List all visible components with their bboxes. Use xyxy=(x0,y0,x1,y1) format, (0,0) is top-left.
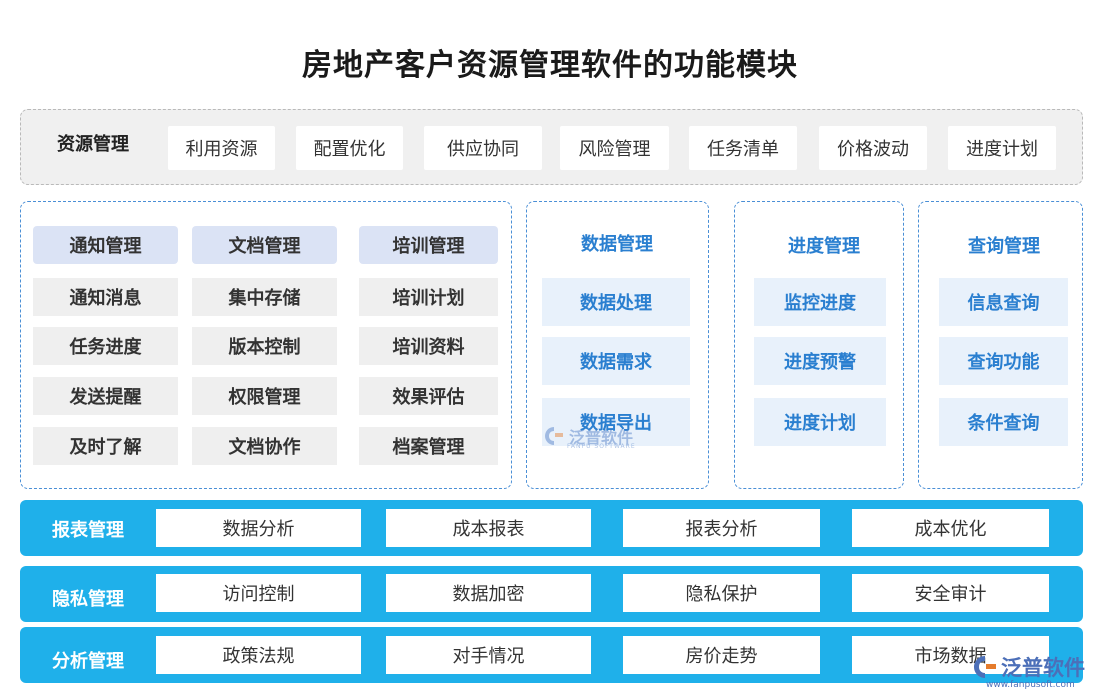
report-item: 成本报表 xyxy=(386,509,591,547)
data-item: 数据需求 xyxy=(542,337,690,385)
report-item: 成本优化 xyxy=(852,509,1049,547)
analysis-item: 房价走势 xyxy=(623,636,820,674)
resource-management-band: 资源管理 利用资源 配置优化 供应协同 风险管理 任务清单 价格波动 进度计划 xyxy=(20,109,1083,185)
document-item: 文档协作 xyxy=(192,427,337,465)
analysis-management-label: 分析管理 xyxy=(52,651,124,672)
training-item: 效果评估 xyxy=(359,377,498,415)
resource-item: 利用资源 xyxy=(168,126,275,170)
document-item: 集中存储 xyxy=(192,278,337,316)
privacy-management-label: 隐私管理 xyxy=(52,589,124,610)
progress-management-panel: 进度管理 监控进度 进度预警 进度计划 xyxy=(734,201,904,489)
left-management-panel: 通知管理 文档管理 培训管理 通知消息 任务进度 发送提醒 及时了解 集中存储 … xyxy=(20,201,512,489)
query-item: 条件查询 xyxy=(939,398,1068,446)
resource-item: 供应协同 xyxy=(424,126,542,170)
page-title: 房地产客户资源管理软件的功能模块 xyxy=(302,48,798,83)
query-management-panel: 查询管理 信息查询 查询功能 条件查询 xyxy=(918,201,1083,489)
fanpu-logo-icon xyxy=(545,427,563,445)
watermark-brand-center: 泛普软件 xyxy=(569,428,634,447)
notice-item: 任务进度 xyxy=(33,327,178,365)
privacy-item: 访问控制 xyxy=(156,574,361,612)
privacy-item: 安全审计 xyxy=(852,574,1049,612)
report-management-label: 报表管理 xyxy=(52,520,124,541)
document-management-header: 文档管理 xyxy=(192,226,337,264)
report-item: 数据分析 xyxy=(156,509,361,547)
report-item: 报表分析 xyxy=(623,509,820,547)
query-item: 查询功能 xyxy=(939,337,1068,385)
analysis-management-bar: 分析管理 政策法规 对手情况 房价走势 市场数据 xyxy=(20,627,1083,683)
notice-item: 通知消息 xyxy=(33,278,178,316)
document-item: 权限管理 xyxy=(192,377,337,415)
progress-item: 进度计划 xyxy=(754,398,886,446)
privacy-item: 数据加密 xyxy=(386,574,591,612)
data-item: 数据处理 xyxy=(542,278,690,326)
query-management-header: 查询管理 xyxy=(968,236,1040,257)
progress-management-header: 进度管理 xyxy=(788,236,860,257)
privacy-item: 隐私保护 xyxy=(623,574,820,612)
analysis-item: 市场数据 xyxy=(852,636,1049,674)
query-item: 信息查询 xyxy=(939,278,1068,326)
notice-item: 发送提醒 xyxy=(33,377,178,415)
notice-management-header: 通知管理 xyxy=(33,226,178,264)
progress-item: 进度预警 xyxy=(754,337,886,385)
privacy-management-bar: 隐私管理 访问控制 数据加密 隐私保护 安全审计 xyxy=(20,566,1083,622)
resource-management-label: 资源管理 xyxy=(57,134,129,155)
watermark-logo-center: 泛普软件 FANPU SOFTWARE xyxy=(543,424,636,450)
training-item: 培训计划 xyxy=(359,278,498,316)
data-management-header: 数据管理 xyxy=(581,234,653,255)
resource-item: 风险管理 xyxy=(560,126,669,170)
resource-item: 配置优化 xyxy=(296,126,403,170)
data-item: 数据导出 xyxy=(542,398,690,446)
fanpu-logo-icon xyxy=(974,656,996,678)
notice-item: 及时了解 xyxy=(33,427,178,465)
training-item: 档案管理 xyxy=(359,427,498,465)
resource-item: 价格波动 xyxy=(819,126,927,170)
training-item: 培训资料 xyxy=(359,327,498,365)
report-management-bar: 报表管理 数据分析 成本报表 报表分析 成本优化 xyxy=(20,500,1083,556)
resource-item: 进度计划 xyxy=(948,126,1056,170)
watermark-url: www.fanpusoft.com xyxy=(986,680,1075,690)
analysis-item: 政策法规 xyxy=(156,636,361,674)
progress-item: 监控进度 xyxy=(754,278,886,326)
training-management-header: 培训管理 xyxy=(359,226,498,264)
watermark-logo-corner: 泛普软件 www.fanpusoft.com xyxy=(972,652,1085,690)
resource-item: 任务清单 xyxy=(689,126,797,170)
document-item: 版本控制 xyxy=(192,327,337,365)
watermark-brand-corner: 泛普软件 xyxy=(1001,656,1085,680)
data-management-panel: 数据管理 数据处理 数据需求 数据导出 xyxy=(526,201,709,489)
watermark-brand-en: FANPU SOFTWARE xyxy=(567,443,636,450)
analysis-item: 对手情况 xyxy=(386,636,591,674)
